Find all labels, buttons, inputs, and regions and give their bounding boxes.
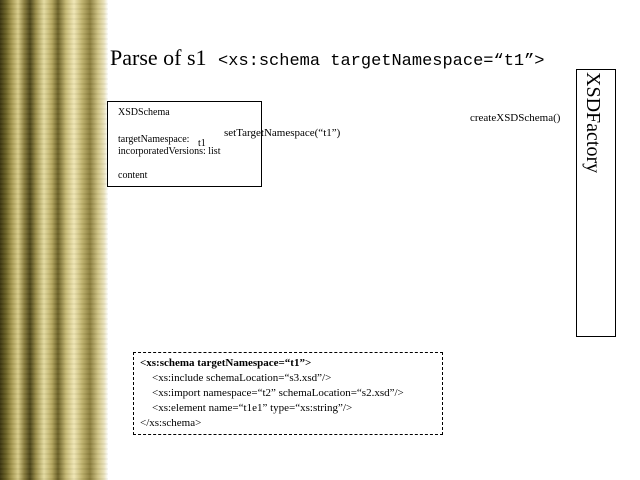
target-namespace-value: t1: [198, 138, 206, 149]
xsd-schema-box: XSDSchema targetNamespace: incorporatedV…: [107, 101, 262, 187]
xml-line-import: <xs:import namespace=“t2” schemaLocation…: [152, 387, 404, 399]
content-field: content: [118, 170, 148, 181]
slide-title: Parse of s1 <xs:schema targetNamespace=“…: [110, 44, 545, 76]
xml-line-include: <xs:include schemaLocation=“s3.xsd”/>: [152, 372, 332, 384]
create-schema-call: createXSDSchema(): [470, 112, 561, 124]
title-code: <xs:schema targetNamespace=“t1”>: [218, 52, 545, 71]
schema-class-name: XSDSchema: [118, 107, 170, 118]
xml-line-schema-close: </xs:schema>: [140, 417, 202, 429]
decorative-gold-column: [0, 0, 108, 480]
xsd-factory-label: XSDFactory: [582, 72, 604, 174]
target-namespace-label: targetNamespace:: [118, 134, 190, 145]
xml-source-box: <xs:schema targetNamespace=“t1”> <xs:inc…: [133, 352, 443, 435]
set-target-namespace-call: setTargetNamespace(“t1”): [224, 127, 341, 139]
xml-line-schema-open: <xs:schema targetNamespace=“t1”>: [140, 357, 312, 369]
title-text: Parse of s1: [110, 45, 207, 70]
xml-line-element: <xs:element name=“t1e1” type=“xs:string”…: [152, 402, 353, 414]
xsd-factory-box: XSDFactory: [576, 69, 616, 337]
incorporated-versions-field: incorporatedVersions: list: [118, 146, 221, 157]
